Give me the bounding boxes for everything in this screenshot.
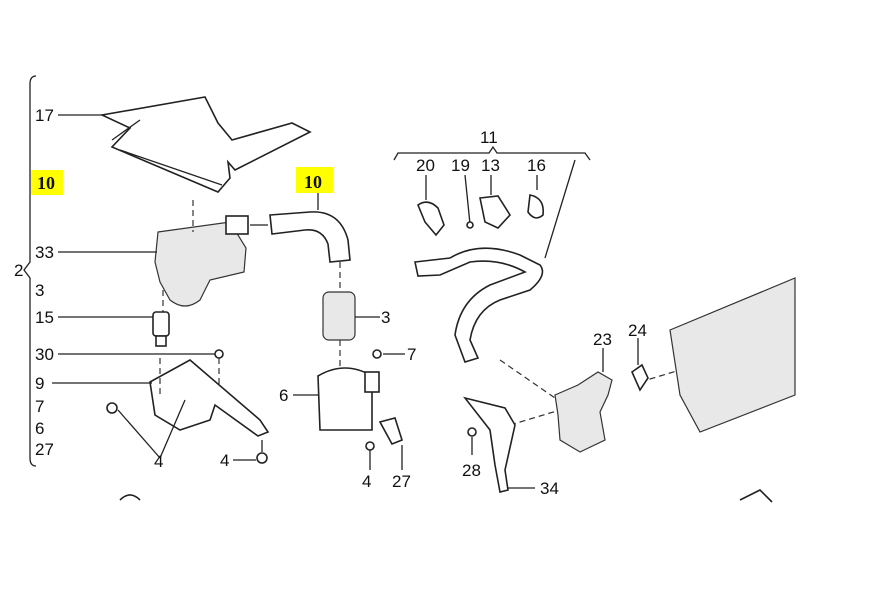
callout-9: 9 [35, 374, 44, 393]
callout-3: 3 [35, 281, 44, 300]
clamp-20 [417, 201, 445, 237]
callout-7: 7 [407, 345, 416, 364]
callout-11: 11 [480, 128, 498, 147]
hose [269, 211, 351, 263]
callout-6: 6 [279, 386, 288, 405]
callout-16: 16 [527, 156, 546, 175]
callout-4: 4 [220, 451, 229, 470]
callout-27: 27 [392, 472, 411, 491]
housing-tab [364, 371, 380, 393]
callout-10-left: 10 [37, 173, 55, 193]
callout-20: 20 [416, 156, 435, 175]
adjacent-part [119, 489, 773, 503]
assembly-brace [23, 75, 37, 467]
cylinder-head [669, 277, 796, 433]
callout-13: 13 [481, 156, 500, 175]
callout-15: 15 [35, 308, 54, 327]
bolt [467, 427, 477, 437]
highlight-10-right [296, 167, 333, 193]
callout-2: 2 [14, 261, 23, 280]
callout-24: 24 [628, 321, 647, 340]
callout-3: 3 [381, 308, 390, 327]
filter [322, 291, 356, 341]
air-valve [554, 371, 613, 453]
callout-17: 17 [35, 106, 54, 125]
callout-34: 34 [540, 479, 559, 498]
bolt [256, 452, 268, 464]
callout-10-right: 10 [304, 172, 322, 192]
callout-23: 23 [593, 330, 612, 349]
isolator [152, 311, 170, 337]
pump-bracket [149, 359, 270, 437]
sensor [378, 417, 403, 446]
highlight-10-left [31, 170, 63, 195]
heat-shield [99, 96, 312, 193]
nut [372, 349, 382, 359]
callout-7: 7 [35, 397, 44, 416]
hose-assembly [414, 247, 544, 363]
callout-28: 28 [462, 461, 481, 480]
valve-bracket [462, 396, 516, 493]
callout-4: 4 [154, 452, 163, 471]
callout-30: 30 [35, 345, 54, 364]
bolt [106, 402, 118, 414]
air-pump [154, 221, 247, 307]
callout-27: 27 [35, 440, 54, 459]
callout-6: 6 [35, 419, 44, 438]
filter-housing [317, 367, 373, 431]
bolt [365, 441, 375, 451]
callout-33: 33 [35, 243, 54, 262]
pump-connector [225, 215, 249, 235]
screw [466, 221, 474, 229]
nut [214, 349, 224, 359]
clamp-16 [527, 194, 545, 219]
sensor-13 [479, 195, 512, 229]
isolator-tip [155, 335, 167, 347]
gasket [631, 363, 649, 392]
callout-19: 19 [451, 156, 470, 175]
hose-assembly-brace [393, 145, 591, 161]
callout-4: 4 [362, 472, 371, 491]
